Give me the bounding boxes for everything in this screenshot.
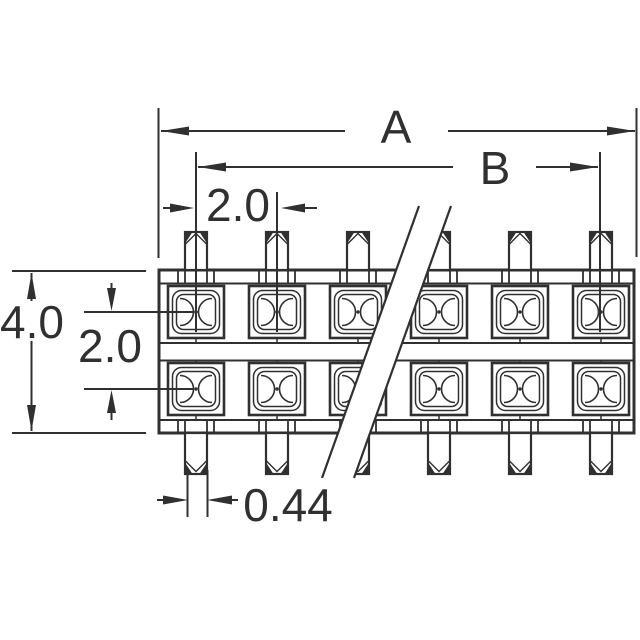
dim-a-label: A: [381, 101, 412, 153]
dim-terminal-width: 0.44: [157, 470, 333, 531]
dim-pitch-label: 2.0: [206, 179, 270, 231]
dim-pin-pitch: 2.0: [163, 179, 317, 332]
dim-height-label: 4.0: [0, 296, 64, 348]
dim-overall-width: A: [157, 101, 638, 258]
dim-contact-span: B: [195, 142, 601, 332]
dim-body-height: 4.0: [0, 270, 146, 434]
dim-row-pitch-label: 2.0: [78, 320, 142, 372]
break-line: [320, 205, 453, 479]
dim-b-label: B: [480, 142, 511, 194]
dim-row-pitch: 2.0: [78, 283, 194, 420]
dim-terminal-width-label: 0.44: [243, 479, 333, 531]
